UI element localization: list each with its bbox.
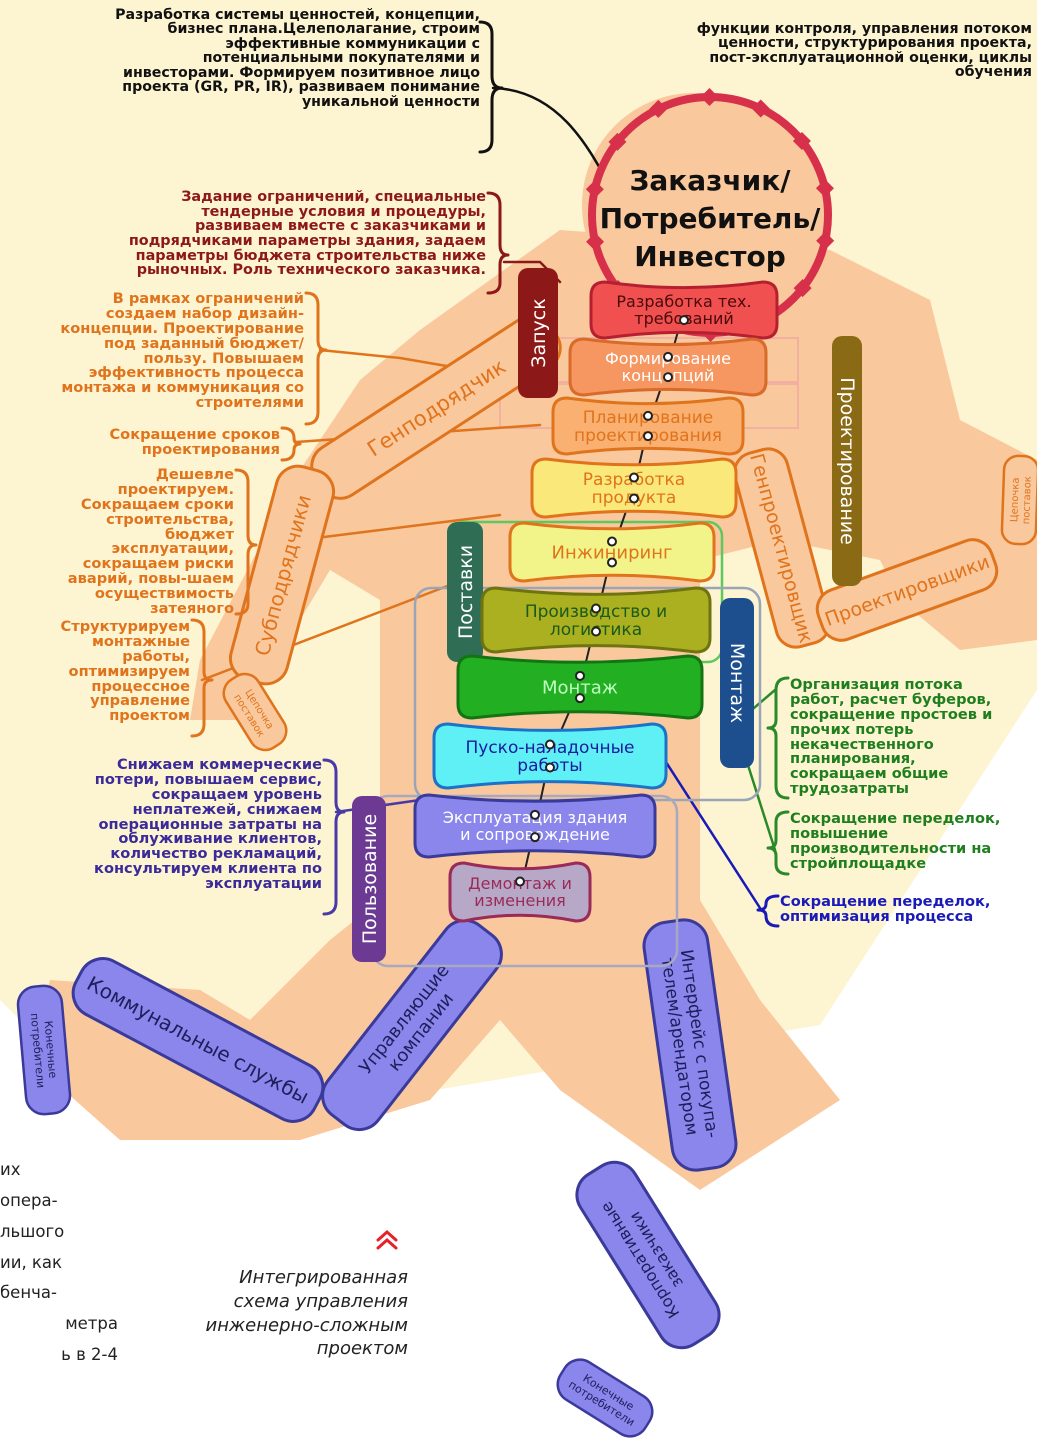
chain-joint	[516, 878, 524, 886]
body-line: опера-	[0, 1186, 118, 1217]
note-top-left: Разработка системы ценностей, концепции,…	[20, 8, 480, 109]
note-commercial: Снижаем коммерческие потери, повышаем се…	[34, 758, 322, 892]
note-line: эксплуатации	[34, 877, 322, 892]
note-line: оптимизация процесса	[780, 910, 1036, 925]
note-rework: Сокращение переделок, повышение производ…	[790, 812, 1036, 872]
caption-line: схема управления	[140, 1290, 408, 1314]
chain-joint	[630, 494, 638, 502]
figure-caption: Интегрированная схема управления инженер…	[140, 1266, 408, 1361]
chain-joint	[608, 538, 616, 546]
note-line: строителями	[2, 396, 304, 411]
note-line: уникальной ценности	[20, 95, 480, 109]
chain-joint	[592, 628, 600, 636]
note-shorten: Сокращение сроков проектирования	[60, 428, 280, 458]
body-text-fragment: их опера- льшого ии, как бенча- метра ь …	[0, 1155, 118, 1371]
chain-joint	[531, 811, 539, 819]
note-line: обучения	[598, 65, 1032, 79]
chain-joint	[592, 604, 600, 612]
chain-step-label: изменения	[474, 891, 566, 910]
center-line1: Заказчик/	[629, 164, 791, 197]
chain-joint	[680, 316, 688, 324]
note-line: проектирования	[60, 443, 280, 458]
note-concept: В рамках ограничений создаем набор дизай…	[2, 292, 304, 411]
center-line2: Потребитель/	[600, 202, 822, 235]
caption-line: проектом	[140, 1337, 408, 1361]
note-rework2: Сокращение переделок, оптимизация процес…	[780, 895, 1036, 925]
supply-chain-right-line2: поставок	[1021, 476, 1034, 525]
note-flow: Организация потока работ, расчет буферов…	[790, 678, 1036, 797]
note-line: стройплощадке	[790, 857, 1036, 872]
note-line: потенциальными покупателями и	[20, 51, 480, 65]
assembly-label: Монтаж	[726, 643, 748, 723]
note-line: ценности, структурирования проекта,	[598, 36, 1032, 50]
note-line: рыночных. Роль технического заказчика.	[80, 263, 486, 278]
note-launch: Задание ограничений, специальные тендерн…	[80, 190, 486, 278]
body-line: льшого	[0, 1217, 118, 1248]
chain-joint	[644, 432, 652, 440]
note-line: функции контроля, управления потоком	[598, 22, 1032, 36]
body-line: бенча-	[0, 1278, 118, 1309]
note-line: подрядчиками параметры здания, задаем	[80, 234, 486, 249]
body-line: метра	[0, 1309, 118, 1340]
supply-label: Поставки	[455, 545, 477, 639]
center-line3: Инвестор	[634, 240, 786, 273]
note-cheaper: Дешевле проектируем. Сокращаем сроки стр…	[28, 468, 234, 617]
note-line: параметры бюджета строительства ниже	[80, 249, 486, 264]
chain-joint	[664, 353, 672, 361]
body-line: ии, как	[0, 1248, 118, 1279]
body-line: их	[0, 1155, 118, 1186]
note-line: проектом	[28, 709, 190, 724]
note-line: тендерные условия и процедуры,	[80, 205, 486, 220]
body-line: ь в 2-4	[0, 1340, 118, 1371]
note-line: инвесторами. Формируем позитивное лицо	[20, 66, 480, 80]
double-chevron-up-icon	[374, 1226, 400, 1252]
chain-joint	[576, 672, 584, 680]
note-line: бизнес плана.Целеполагание, строим	[20, 22, 480, 36]
chain-joint	[546, 764, 554, 772]
chain-joint	[630, 474, 638, 482]
chain-joint	[576, 694, 584, 702]
chain-joint	[531, 833, 539, 841]
chain-joint	[664, 373, 672, 381]
note-structure: Структурируем монтажные работы, оптимизи…	[28, 620, 190, 724]
note-line: затеяного	[28, 602, 234, 617]
note-line: эффективные коммуникации с	[20, 37, 480, 51]
chain-joint	[608, 558, 616, 566]
usage-label: Пользование	[359, 814, 381, 944]
chain-joint	[644, 412, 652, 420]
note-line: проекта (GR, PR, IR), развиваем понимани…	[20, 80, 480, 94]
note-line: пост-эксплуатационной оценки, циклы	[598, 51, 1032, 65]
note-top-right: функции контроля, управления потоком цен…	[598, 22, 1032, 80]
note-line: развиваем вместе с заказчиками и	[80, 219, 486, 234]
supply-chain-right-line1: Цепочка	[1009, 477, 1022, 522]
caption-line: инженерно-сложным	[140, 1314, 408, 1338]
launch-label: Запуск	[528, 298, 550, 367]
chain-joint	[546, 740, 554, 748]
caption-line: Интегрированная	[140, 1266, 408, 1290]
note-line: трудозатраты	[790, 782, 1036, 797]
design-label: Проектирование	[836, 377, 858, 545]
note-line: Разработка системы ценностей, концепции,	[20, 8, 480, 22]
note-line: Задание ограничений, специальные	[80, 190, 486, 205]
